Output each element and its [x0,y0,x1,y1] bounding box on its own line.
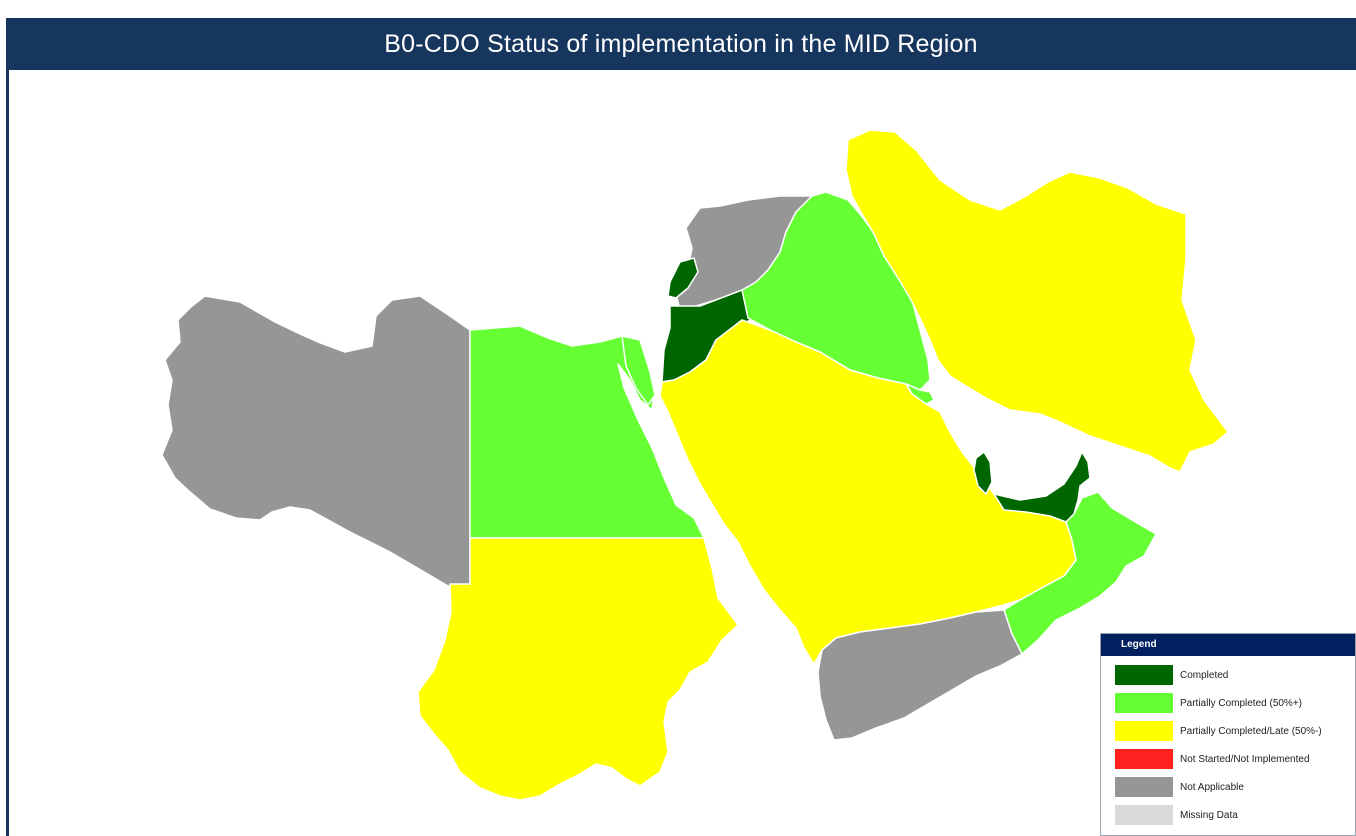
region-uae [993,451,1091,523]
legend-label: Not Applicable [1180,781,1244,793]
region-sudan [417,537,739,801]
legend-swatch-partially-completed [1115,693,1173,713]
legend-label: Partially Completed (50%+) [1180,697,1302,709]
map-title: B0-CDO Status of implementation in the M… [384,29,978,58]
legend-label: Partially Completed/Late (50%-) [1180,725,1322,737]
region-iran [845,129,1229,473]
region-oman [1003,491,1157,655]
legend-item-missing-data: Missing Data [1115,805,1238,825]
map-legend: Legend Completed Partially Completed (50… [1100,633,1356,836]
legend-swatch-not-applicable [1115,777,1173,797]
legend-item-partially-late: Partially Completed/Late (50%-) [1115,721,1322,741]
legend-swatch-not-started [1115,749,1173,769]
region-lebanon [667,257,699,299]
legend-swatch-partially-late [1115,721,1173,741]
region-sinai [621,335,656,406]
legend-label: Not Started/Not Implemented [1180,753,1310,765]
region-libya [161,295,471,587]
legend-item-not-applicable: Not Applicable [1115,777,1244,797]
legend-swatch-completed [1115,665,1173,685]
legend-label: Missing Data [1180,809,1238,821]
region-yemen [817,609,1023,741]
left-border [6,70,9,836]
legend-item-not-started: Not Started/Not Implemented [1115,749,1310,769]
legend-item-partially-completed: Partially Completed (50%+) [1115,693,1302,713]
region-qatar [973,451,993,495]
legend-item-completed: Completed [1115,665,1228,685]
map-title-bar: B0-CDO Status of implementation in the M… [6,18,1356,70]
legend-swatch-missing-data [1115,805,1173,825]
legend-label: Completed [1180,669,1229,681]
legend-header: Legend [1101,634,1355,656]
